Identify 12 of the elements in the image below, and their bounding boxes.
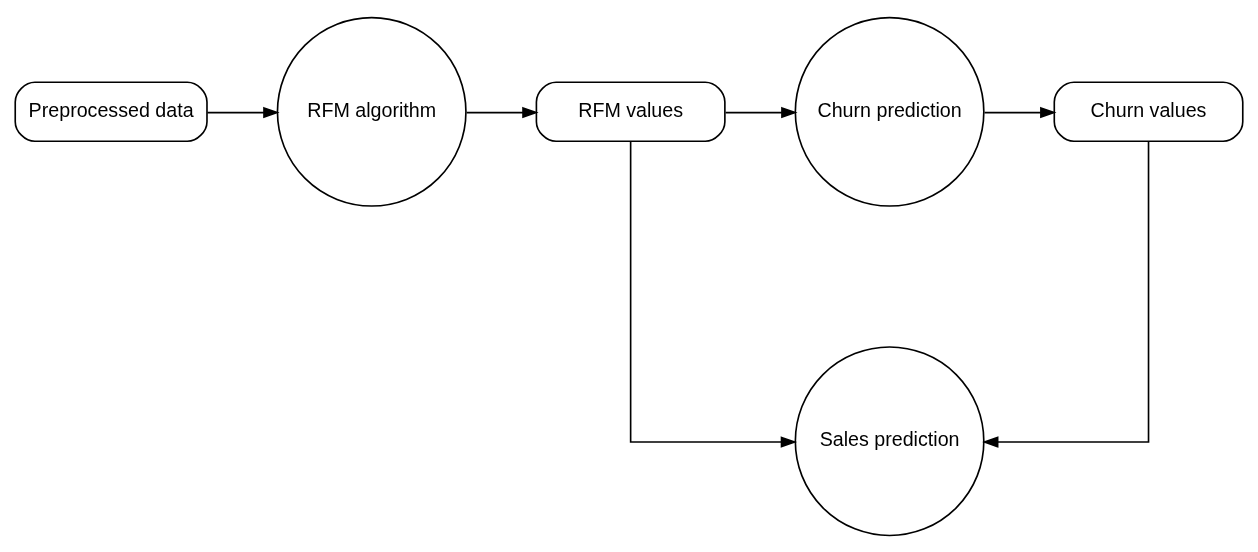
node-circle: RFM algorithm [276, 16, 467, 207]
node-circle: Churn prediction [794, 16, 985, 207]
arrow [724, 106, 798, 118]
node-circle: Sales prediction [794, 345, 985, 536]
node-box: Preprocessed data [14, 80, 208, 142]
arrow [206, 106, 280, 118]
node-box: RFM values [535, 80, 726, 142]
arrow [465, 106, 539, 118]
arrow [629, 140, 798, 448]
arrow [982, 140, 1150, 448]
arrow [983, 106, 1057, 118]
node-box: Churn values [1053, 80, 1244, 142]
